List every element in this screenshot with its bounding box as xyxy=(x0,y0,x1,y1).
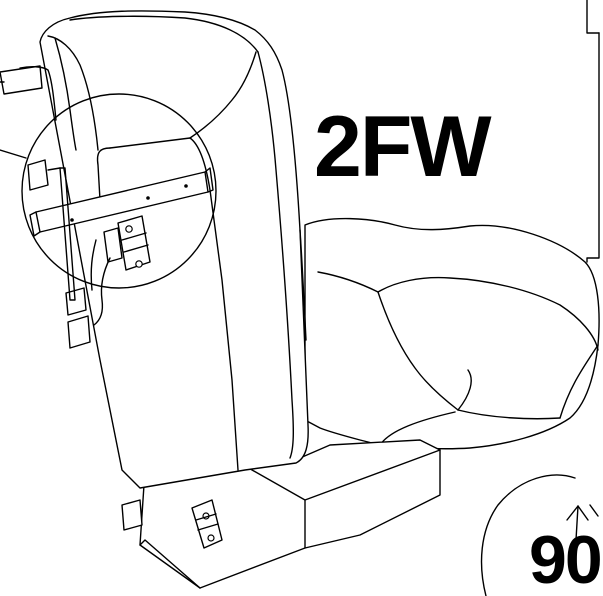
seat-base xyxy=(121,439,441,589)
angle-label: 90 xyxy=(529,522,603,596)
inset-panel-border xyxy=(586,0,600,263)
mounting-bracket xyxy=(29,167,214,326)
seat-cushion xyxy=(304,217,600,450)
detail-callout xyxy=(0,93,217,289)
model-code-label: 2FW xyxy=(314,99,492,195)
rotation-arrow-icon xyxy=(480,474,599,596)
side-studs xyxy=(0,65,91,349)
seat-back xyxy=(39,10,309,489)
